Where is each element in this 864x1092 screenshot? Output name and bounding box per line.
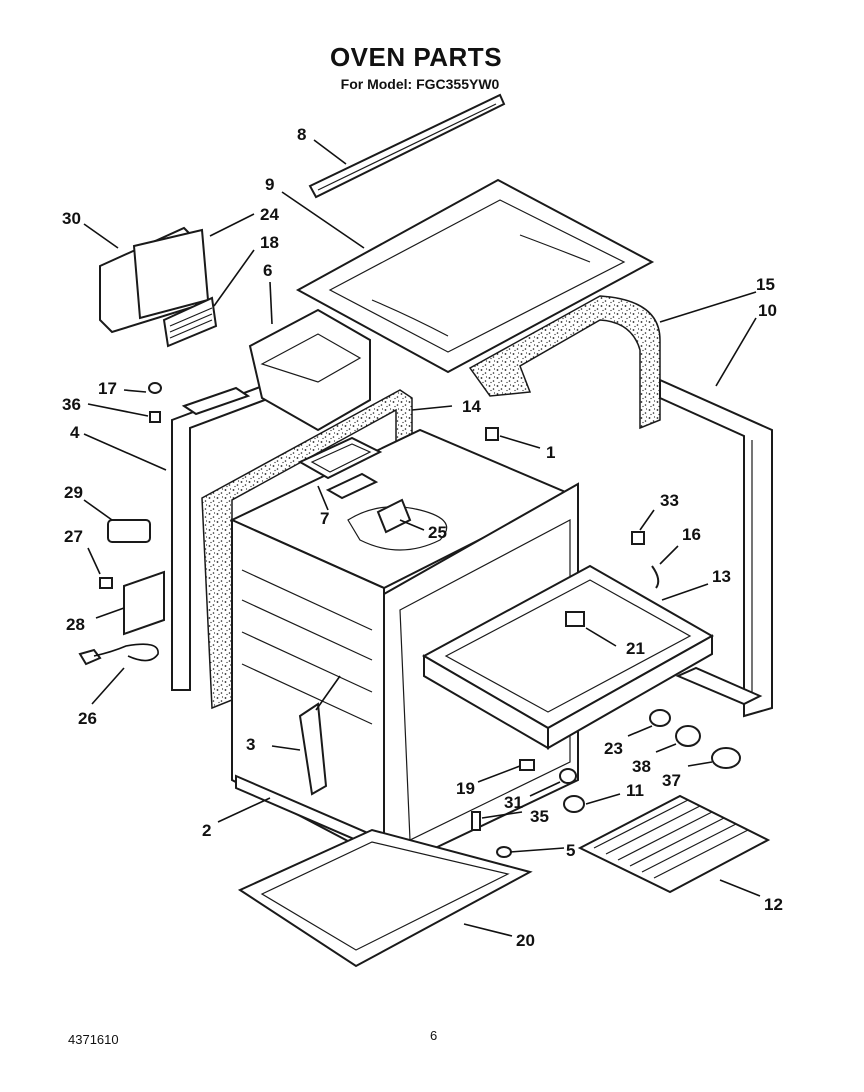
clip-part-16 bbox=[651, 565, 660, 589]
page-title: OVEN PARTS bbox=[329, 42, 503, 72]
callout-28: 28 bbox=[66, 615, 85, 634]
plate-part-21 bbox=[565, 611, 585, 627]
callout-11: 11 bbox=[626, 781, 644, 800]
igniter-part-3 bbox=[298, 675, 341, 796]
insulation-part-15 bbox=[468, 295, 661, 430]
side-panel-part-10 bbox=[659, 378, 773, 718]
callout-30: 30 bbox=[62, 209, 81, 228]
callout-23: 23 bbox=[604, 739, 623, 758]
broiler-rack-part-12 bbox=[577, 794, 771, 894]
screw-part-5 bbox=[496, 846, 512, 858]
callout-27: 27 bbox=[64, 527, 83, 546]
page-number: 6 bbox=[430, 1028, 438, 1043]
clip-part-36 bbox=[149, 411, 161, 423]
callout-6: 6 bbox=[263, 261, 272, 280]
callout-3: 3 bbox=[246, 735, 255, 754]
callout-29: 29 bbox=[64, 483, 83, 502]
callout-14: 14 bbox=[462, 397, 481, 416]
callout-38: 38 bbox=[632, 757, 651, 776]
bottom-panel-part-20 bbox=[237, 828, 533, 968]
broiler-drawer-part-13 bbox=[421, 564, 715, 750]
screw-part-33 bbox=[631, 531, 645, 545]
small-parts bbox=[78, 382, 741, 858]
cord-part-26 bbox=[93, 643, 159, 662]
cord-plug-part-26 bbox=[78, 648, 102, 666]
callout-10: 10 bbox=[758, 301, 777, 320]
callout-36: 36 bbox=[62, 395, 81, 414]
bulb-part-37 bbox=[711, 747, 741, 769]
socket-part-38 bbox=[675, 725, 701, 747]
document-number: 4371610 bbox=[68, 1032, 119, 1047]
bracket-parts-30-24-18 bbox=[99, 226, 218, 348]
callout-37: 37 bbox=[662, 771, 681, 790]
bracket-part-35 bbox=[471, 811, 481, 831]
callout-9: 9 bbox=[265, 175, 274, 194]
callout-19: 19 bbox=[456, 779, 475, 798]
callout-4: 4 bbox=[70, 423, 80, 442]
callout-1: 1 bbox=[546, 443, 555, 462]
insulation-part-28 bbox=[123, 570, 165, 636]
callout-21: 21 bbox=[626, 639, 645, 658]
insulation-part-14 bbox=[201, 389, 413, 710]
orifice-part-1 bbox=[485, 427, 499, 441]
floor-rail bbox=[675, 666, 763, 706]
grommet-part-17 bbox=[148, 382, 162, 394]
valve-part-11 bbox=[563, 795, 585, 813]
callout-18: 18 bbox=[260, 233, 279, 252]
part-19 bbox=[519, 759, 535, 771]
callout-17: 17 bbox=[98, 379, 117, 398]
leader-lines bbox=[83, 139, 761, 937]
model-subtitle: For Model: FGC355YW0 bbox=[340, 76, 500, 92]
cover-part-29 bbox=[107, 519, 151, 543]
burner-cover-part-7 bbox=[297, 436, 383, 500]
callout-12: 12 bbox=[764, 895, 783, 914]
callout-35: 35 bbox=[530, 807, 549, 826]
callout-labels: 8 9 30 24 18 6 15 10 17 36 4 14 1 29 7 2… bbox=[62, 125, 783, 950]
clip-part-27 bbox=[99, 577, 113, 589]
part-31 bbox=[559, 768, 577, 784]
callout-33: 33 bbox=[660, 491, 679, 510]
top-rail-part-8 bbox=[308, 93, 506, 199]
callout-31: 31 bbox=[504, 793, 523, 812]
callout-25: 25 bbox=[428, 523, 447, 542]
callout-15: 15 bbox=[756, 275, 775, 294]
flame-spreader-part-25 bbox=[376, 498, 412, 534]
knob-part-23 bbox=[649, 709, 671, 727]
callout-24: 24 bbox=[260, 205, 279, 224]
callout-2: 2 bbox=[202, 821, 211, 840]
callout-26: 26 bbox=[78, 709, 97, 728]
callout-20: 20 bbox=[516, 931, 535, 950]
callout-16: 16 bbox=[682, 525, 701, 544]
callout-5: 5 bbox=[566, 841, 575, 860]
callout-13: 13 bbox=[712, 567, 731, 586]
top-frame-part-9 bbox=[295, 178, 655, 374]
callout-8: 8 bbox=[297, 125, 306, 144]
callout-7: 7 bbox=[320, 509, 329, 528]
vent-duct-part-6 bbox=[248, 308, 371, 432]
